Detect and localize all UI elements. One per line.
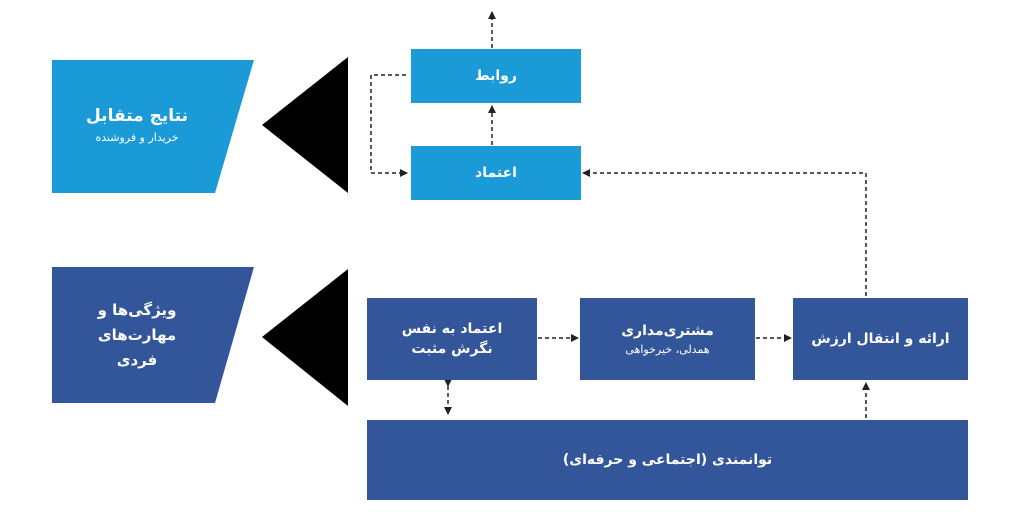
individual-panel-shape bbox=[52, 267, 254, 403]
trust-box: اعتماد bbox=[411, 146, 581, 200]
outcomes-subtitle: خریدار و فروشنده bbox=[95, 130, 179, 144]
positive-attitude-label: نگرش مثبت bbox=[411, 341, 493, 357]
value-delivery-box: ارائه و انتقال ارزش bbox=[793, 298, 968, 380]
self-confidence-label: اعتماد به نفس bbox=[401, 321, 503, 337]
individual-line-2: مهارت‌های bbox=[97, 325, 177, 344]
value-to-trust-arrow bbox=[582, 169, 867, 296]
individual-triangle-icon bbox=[262, 269, 348, 406]
individual-line-1: ویژگی‌ها و bbox=[97, 300, 177, 319]
outcomes-panel: نتایج متقابل خریدار و فروشنده bbox=[62, 75, 212, 175]
customer-orientation-label: مشتری‌مداری bbox=[621, 322, 714, 339]
outcomes-title: نتایج متقابل bbox=[86, 105, 188, 126]
relations-label: روابط bbox=[475, 68, 517, 84]
customer-orientation-box: مشتری‌مداری همدلی، خیرخواهی bbox=[580, 298, 755, 380]
individual-line-3: فردی bbox=[116, 350, 158, 369]
relations-box: روابط bbox=[411, 49, 581, 103]
capabilities-box: توانمندی (اجتماعی و حرفه‌ای) bbox=[367, 420, 968, 500]
outcomes-panel-shape bbox=[52, 60, 254, 193]
capabilities-label: توانمندی (اجتماعی و حرفه‌ای) bbox=[562, 452, 773, 468]
self-confidence-box: اعتماد به نفس نگرش مثبت bbox=[367, 298, 537, 380]
individual-panel: ویژگی‌ها و مهارت‌های فردی bbox=[62, 285, 212, 385]
outcome-triangle-icon bbox=[262, 57, 348, 193]
value-delivery-label: ارائه و انتقال ارزش bbox=[811, 331, 950, 347]
customer-orientation-sublabel: همدلی، خیرخواهی bbox=[625, 342, 710, 356]
trust-label: اعتماد bbox=[475, 165, 517, 181]
relations-to-trust-loop bbox=[370, 74, 408, 177]
